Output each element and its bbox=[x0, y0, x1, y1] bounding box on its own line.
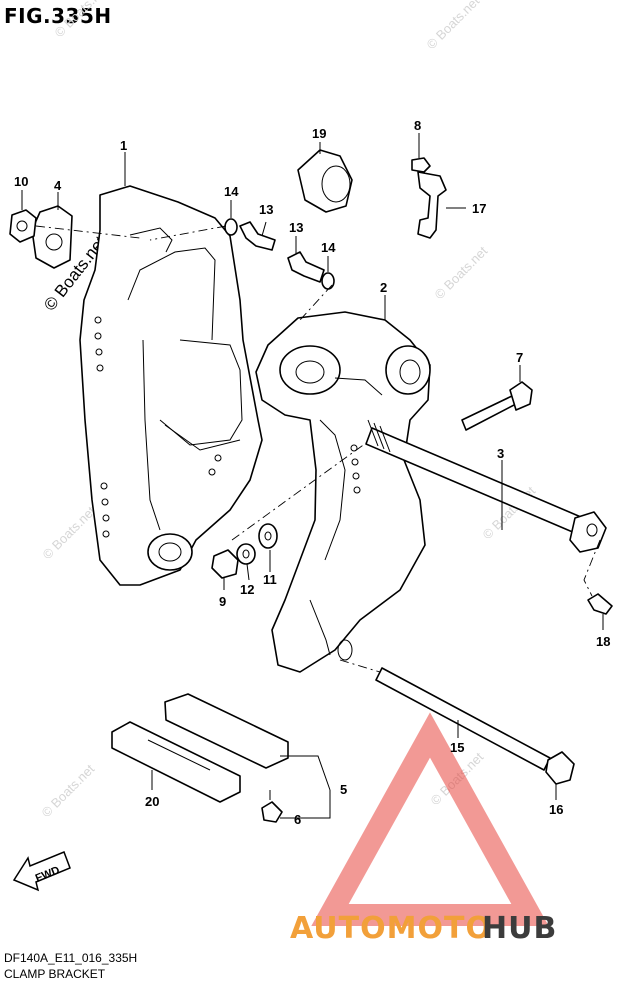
callout-7: 7 bbox=[516, 350, 523, 365]
callout-17: 17 bbox=[472, 201, 486, 216]
gasket-and-nut bbox=[9, 205, 141, 269]
callout-8: 8 bbox=[414, 118, 421, 133]
plates-set bbox=[111, 693, 289, 823]
bolt-7 bbox=[461, 381, 533, 431]
callout-9: 9 bbox=[219, 594, 226, 609]
watermark: © Boats.net bbox=[52, 0, 111, 40]
watermark: © Boats.net bbox=[432, 243, 491, 302]
watermark: © Boats.net bbox=[40, 503, 99, 562]
callout-14b: 14 bbox=[321, 240, 336, 255]
callout-labels: 1 2 3 4 5 6 7 8 9 10 11 12 13 13 14 14 1… bbox=[14, 118, 610, 827]
logo-text-right: HUB bbox=[482, 911, 557, 946]
callout-16: 16 bbox=[549, 802, 563, 817]
callout-12: 12 bbox=[240, 582, 254, 597]
callout-20: 20 bbox=[145, 794, 159, 809]
callout-10: 10 bbox=[14, 174, 28, 189]
shaft-15 bbox=[339, 659, 575, 785]
logo-triangle-mark bbox=[311, 712, 549, 926]
watermark: © Boats.net bbox=[424, 0, 483, 52]
logo: AUTOMOTO HUB bbox=[290, 712, 557, 946]
tilt-tube bbox=[231, 419, 607, 553]
clip-and-screw bbox=[411, 157, 447, 239]
callout-6: 6 bbox=[294, 812, 301, 827]
logo-text-left: AUTOMOTO bbox=[290, 911, 492, 946]
leader-lines bbox=[21, 133, 604, 819]
callout-2: 2 bbox=[380, 280, 387, 295]
callout-14a: 14 bbox=[224, 184, 239, 199]
watermark: © Boats.net bbox=[39, 761, 98, 820]
callout-1: 1 bbox=[120, 138, 127, 153]
bolt-18 bbox=[583, 539, 613, 615]
fwd-direction-badge: FWD bbox=[12, 851, 71, 892]
callout-13a: 13 bbox=[259, 202, 273, 217]
tilt-cap bbox=[297, 149, 353, 213]
bolts-and-washers bbox=[149, 218, 335, 321]
nut-washer-set bbox=[211, 523, 278, 579]
model-code: DF140A_E11_016_335H bbox=[4, 951, 138, 965]
callout-11: 11 bbox=[263, 572, 277, 587]
callout-5: 5 bbox=[340, 782, 347, 797]
callout-3: 3 bbox=[497, 446, 504, 461]
callout-19: 19 bbox=[312, 126, 326, 141]
callout-18: 18 bbox=[596, 634, 610, 649]
callout-4: 4 bbox=[54, 178, 62, 193]
figure-title: FIG.335H bbox=[4, 4, 112, 28]
section-name: CLAMP BRACKET bbox=[4, 967, 106, 981]
clamp-bracket-right bbox=[255, 311, 431, 673]
callout-13b: 13 bbox=[289, 220, 303, 235]
clamp-bracket-left bbox=[79, 185, 263, 586]
callout-15: 15 bbox=[450, 740, 464, 755]
